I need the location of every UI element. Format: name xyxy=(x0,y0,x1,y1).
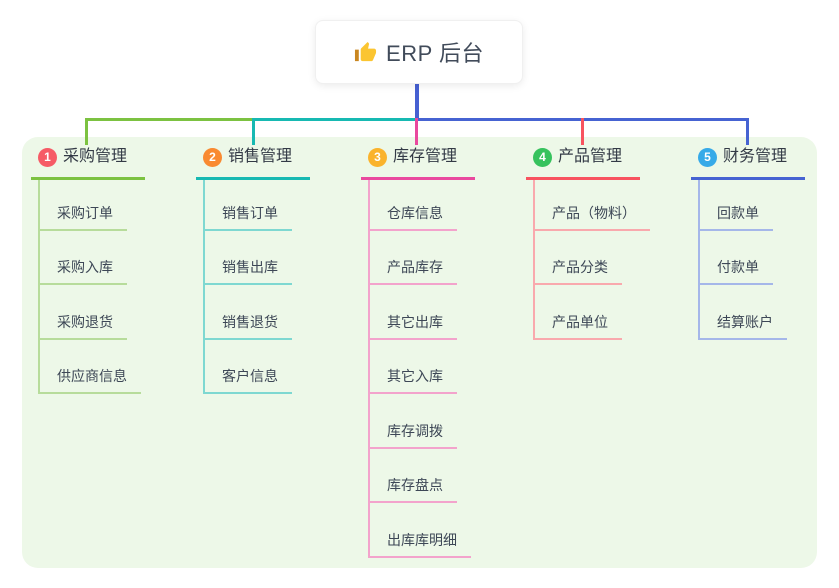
root-node[interactable]: ERP 后台 xyxy=(315,20,523,84)
node-label: 采购入库 xyxy=(57,259,113,275)
mindmap-node[interactable]: 其它入库 xyxy=(368,340,457,394)
mindmap-node[interactable]: 销售退货 xyxy=(203,285,292,340)
root-connector-stem xyxy=(415,84,419,121)
branch-header[interactable]: 2 销售管理 xyxy=(196,145,311,180)
mindmap-node[interactable]: 回款单 xyxy=(698,176,773,231)
mindmap-node[interactable]: 其它出库 xyxy=(368,285,457,340)
branch-connector-line xyxy=(38,180,40,394)
node-label: 库存盘点 xyxy=(387,477,443,493)
mindmap-node[interactable]: 仓库信息 xyxy=(368,176,457,231)
mindmap-node[interactable]: 销售出库 xyxy=(203,231,292,285)
connector-drop-sales xyxy=(252,118,255,145)
branch-title: 产品管理 xyxy=(558,148,623,165)
branch-finance: 5 财务管理 回款单付款单结算账户 xyxy=(691,145,806,340)
node-label: 采购订单 xyxy=(57,204,113,221)
branch-inventory: 3 库存管理 仓库信息产品库存其它出库其它入库库存调拨库存盘点出库库明细 xyxy=(361,145,476,558)
mindmap-node[interactable]: 供应商信息 xyxy=(38,340,141,394)
mindmap-node[interactable]: 销售订单 xyxy=(203,176,292,231)
node-label: 回款单 xyxy=(717,204,759,221)
node-label: 付款单 xyxy=(717,259,759,275)
connector-bus-sales xyxy=(252,118,417,121)
mindmap-node[interactable]: 产品库存 xyxy=(368,231,457,285)
mindmap-node[interactable]: 产品单位 xyxy=(533,285,622,340)
mindmap-node[interactable]: 客户信息 xyxy=(203,340,292,394)
branches-canvas xyxy=(22,137,817,568)
node-label: 出库库明细 xyxy=(387,531,457,548)
branch-connector-line xyxy=(368,180,370,558)
root-title: ERP 后台 xyxy=(386,41,484,66)
node-label: 其它入库 xyxy=(387,368,443,384)
branch-product: 4 产品管理 产品（物料） 产品分类产品单位 xyxy=(526,145,650,340)
thumbs-up-icon xyxy=(354,41,377,61)
branch-index-badge: 3 xyxy=(368,147,387,167)
mindmap-node[interactable]: 采购退货 xyxy=(38,285,127,340)
branch-connector-line xyxy=(203,180,205,394)
node-label: 销售退货 xyxy=(222,313,278,330)
branch-connector-line xyxy=(698,180,700,340)
branch-title: 库存管理 xyxy=(393,148,458,165)
node-label: 销售出库 xyxy=(222,259,278,275)
branch-header[interactable]: 4 产品管理 xyxy=(526,145,641,180)
connector-drop-inventory xyxy=(415,118,418,145)
branch-header[interactable]: 5 财务管理 xyxy=(691,145,806,180)
node-label: 其它出库 xyxy=(387,313,443,330)
node-label: 仓库信息 xyxy=(387,204,443,221)
node-label: 产品（物料） xyxy=(552,204,636,221)
branch-header[interactable]: 1 采购管理 xyxy=(31,145,146,180)
branch-items: 产品（物料） 产品分类产品单位 xyxy=(533,176,650,340)
connector-drop-product xyxy=(581,118,584,145)
branch-title: 采购管理 xyxy=(63,148,128,165)
mindmap-node[interactable]: 库存调拨 xyxy=(368,394,457,449)
branch-items: 仓库信息产品库存其它出库其它入库库存调拨库存盘点出库库明细 xyxy=(368,176,475,558)
mindmap-node[interactable]: 库存盘点 xyxy=(368,449,457,503)
connector-bus-purchase xyxy=(85,118,254,121)
node-label: 采购退货 xyxy=(57,313,113,330)
node-label: 产品分类 xyxy=(552,259,608,275)
mindmap-node[interactable]: 出库库明细 xyxy=(368,503,471,558)
node-label: 库存调拨 xyxy=(387,422,443,439)
mindmap-node[interactable]: 结算账户 xyxy=(698,285,787,340)
branch-index-badge: 2 xyxy=(203,147,222,167)
branch-sales: 2 销售管理 销售订单销售出库销售退货客户信息 xyxy=(196,145,311,394)
mindmap-node[interactable]: 产品分类 xyxy=(533,231,622,285)
branch-header[interactable]: 3 库存管理 xyxy=(361,145,476,180)
node-label: 销售订单 xyxy=(222,204,278,221)
branch-index-badge: 1 xyxy=(38,147,57,167)
branch-index-badge: 5 xyxy=(698,147,717,167)
node-label: 产品库存 xyxy=(387,259,443,275)
node-label: 结算账户 xyxy=(717,313,773,330)
branch-purchase: 1 采购管理 采购订单采购入库采购退货供应商信息 xyxy=(31,145,146,394)
mindmap-node[interactable]: 产品（物料） xyxy=(533,176,650,231)
mindmap-node[interactable]: 付款单 xyxy=(698,231,773,285)
branch-index-badge: 4 xyxy=(533,147,552,167)
node-label: 产品单位 xyxy=(552,313,608,330)
branch-title: 财务管理 xyxy=(723,148,788,165)
branch-items: 销售订单销售出库销售退货客户信息 xyxy=(203,176,310,394)
mindmap-node[interactable]: 采购入库 xyxy=(38,231,127,285)
node-label: 客户信息 xyxy=(222,368,278,384)
connector-drop-purchase xyxy=(85,118,88,145)
branch-items: 采购订单采购入库采购退货供应商信息 xyxy=(38,176,145,394)
connector-drop-finance xyxy=(746,118,749,145)
node-label: 供应商信息 xyxy=(57,368,127,384)
branch-title: 销售管理 xyxy=(228,148,293,165)
branch-connector-line xyxy=(533,180,535,340)
branch-items: 回款单付款单结算账户 xyxy=(698,176,805,340)
mindmap-node[interactable]: 采购订单 xyxy=(38,176,127,231)
